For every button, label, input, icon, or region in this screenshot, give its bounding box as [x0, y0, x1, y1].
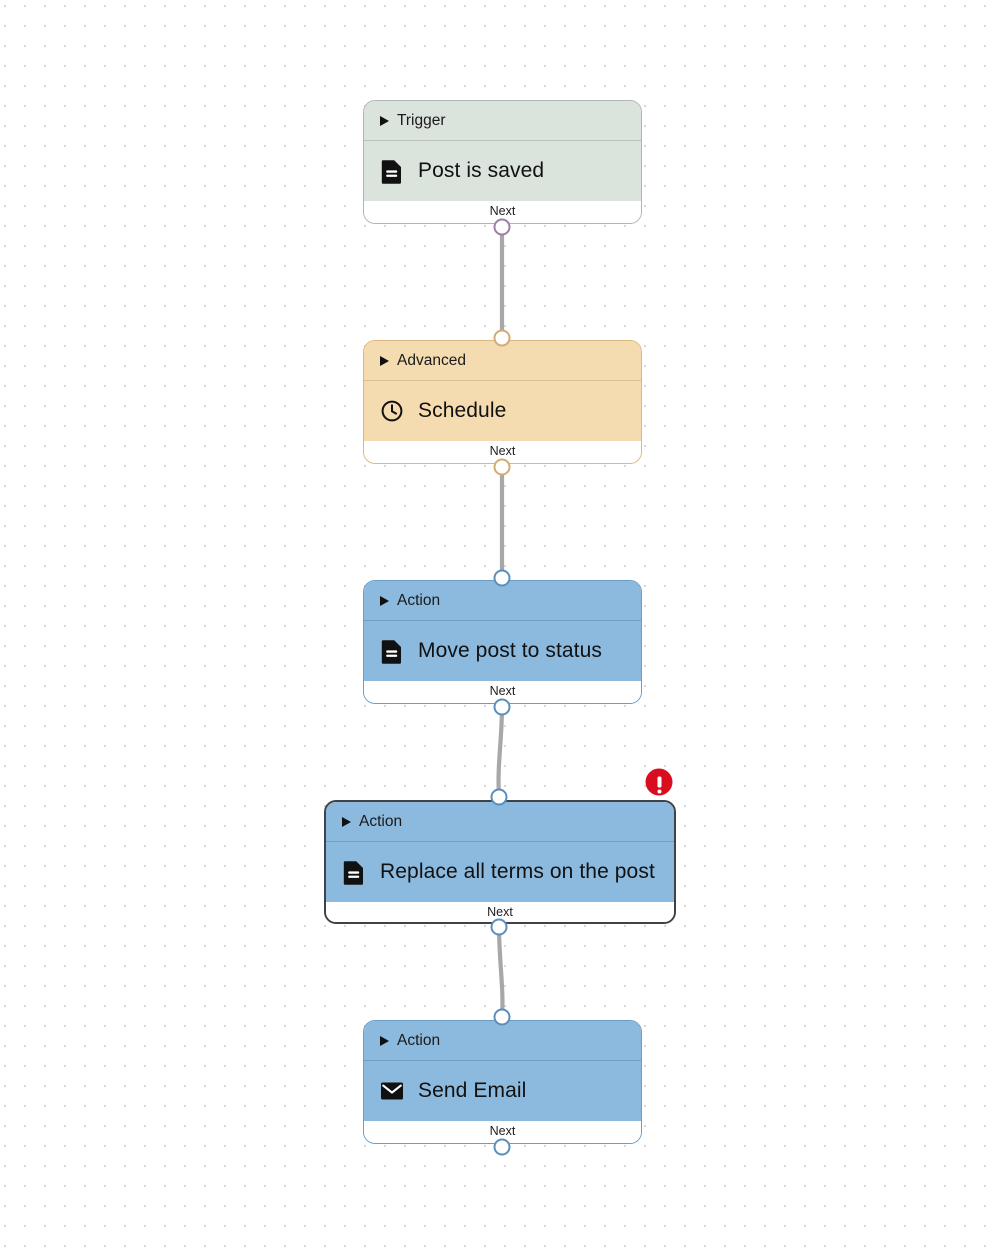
port-advanced-in[interactable]: [493, 329, 511, 347]
node-body[interactable]: Post is saved: [364, 141, 641, 201]
document-icon: [342, 860, 366, 885]
expand-caret-icon[interactable]: [342, 816, 351, 827]
port-action1-in[interactable]: [493, 569, 511, 587]
port-action3-out[interactable]: [493, 1138, 511, 1156]
port-action3-in[interactable]: [493, 1008, 511, 1026]
exclamation-mark: [657, 776, 661, 793]
clock-icon: [380, 399, 404, 423]
expand-caret-icon[interactable]: [380, 1035, 389, 1046]
node-category-label: Action: [397, 591, 441, 609]
node-header[interactable]: Advanced: [364, 341, 641, 381]
node-title: Schedule: [418, 399, 507, 422]
node-footer[interactable]: Next: [364, 1121, 641, 1143]
port-trigger-out[interactable]: [493, 218, 511, 236]
next-connector-label: Next: [487, 905, 513, 919]
node-footer[interactable]: Next: [326, 902, 674, 922]
port-action2-in[interactable]: [490, 788, 508, 806]
next-connector-label: Next: [489, 684, 516, 698]
envelope-icon: [380, 1079, 404, 1103]
node-title: Post is saved: [418, 159, 545, 182]
edge-action2-to-action3[interactable]: [496, 924, 505, 1020]
port-action2-out[interactable]: [490, 918, 508, 936]
expand-caret-icon[interactable]: [380, 355, 389, 366]
node-body[interactable]: Replace all terms on the post: [326, 842, 674, 902]
node-category-label: Action: [359, 812, 403, 830]
node-header[interactable]: Trigger: [364, 101, 641, 141]
document-icon: [380, 639, 404, 664]
document-icon: [380, 159, 404, 184]
expand-caret-icon[interactable]: [380, 115, 389, 126]
expand-caret-icon[interactable]: [380, 595, 389, 606]
node-title: Move post to status: [418, 639, 602, 662]
edge-action1-to-action2[interactable]: [496, 704, 505, 800]
node-title: Send Email: [418, 1079, 527, 1102]
node-header[interactable]: Action: [364, 581, 641, 621]
error-badge-icon[interactable]: [645, 768, 673, 796]
node-body[interactable]: Schedule: [364, 381, 641, 441]
node-category-label: Advanced: [397, 351, 466, 369]
node-title: Replace all terms on the post: [380, 860, 655, 883]
node-footer[interactable]: Next: [364, 201, 641, 223]
node-header[interactable]: Action: [364, 1021, 641, 1061]
next-connector-label: Next: [489, 204, 516, 218]
next-connector-label: Next: [489, 444, 516, 458]
node-footer[interactable]: Next: [364, 681, 641, 703]
port-action1-out[interactable]: [493, 698, 511, 716]
node-footer[interactable]: Next: [364, 441, 641, 463]
port-advanced-out[interactable]: [493, 458, 511, 476]
next-connector-label: Next: [489, 1124, 516, 1138]
node-header[interactable]: Action: [326, 802, 674, 842]
node-category-label: Trigger: [397, 111, 446, 129]
node-body[interactable]: Send Email: [364, 1061, 641, 1121]
node-category-label: Action: [397, 1031, 441, 1049]
node-body[interactable]: Move post to status: [364, 621, 641, 681]
